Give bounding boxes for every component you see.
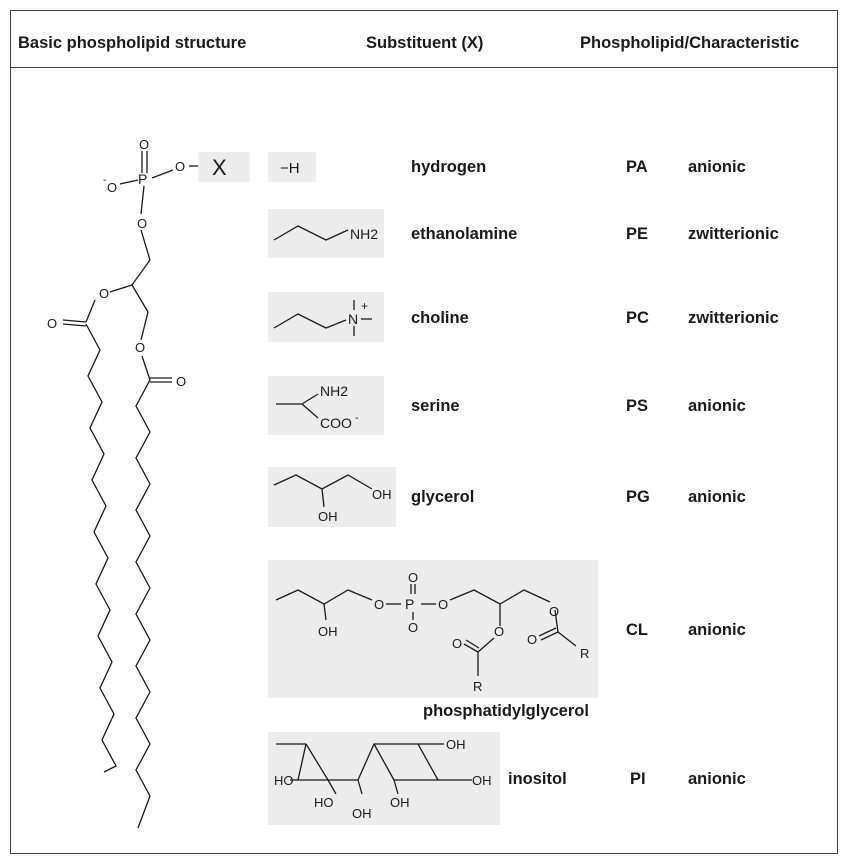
phospholipid-abbr-pc: PC [626, 309, 649, 327]
hydrogen-formula: −H [280, 160, 300, 177]
phosphate-o-right: O [175, 159, 185, 174]
cl-ester-o4: O [549, 604, 559, 619]
substituent-name-glycerol: glycerol [411, 488, 475, 506]
substituent-name-phosphatidylglycerol: phosphatidylglycerol [423, 702, 589, 720]
substituent-name-serine: serine [411, 397, 460, 415]
glycerol-o-top: O [137, 216, 147, 231]
characteristic-ps: anionic [688, 397, 746, 415]
cl-ester-o2: O [438, 597, 448, 612]
ethanolamine-structure-box [268, 209, 384, 258]
cl-r-group-1: R [473, 679, 482, 694]
phosphate-o-left: O [107, 180, 117, 195]
phosphatidylglycerol-structure-box [268, 560, 598, 698]
characteristic-pc: zwitterionic [688, 309, 779, 327]
phospholipid-abbr-pa: PA [626, 158, 648, 176]
glycerol-hydroxyl-end: OH [372, 487, 392, 502]
cl-ester-o1: O [374, 597, 384, 612]
inositol-structure-box [268, 732, 500, 825]
glycerol-structure-box [268, 467, 396, 527]
inositol-oh-1: OH [446, 737, 466, 752]
substituent-name-inositol: inositol [508, 770, 567, 788]
cl-carbonyl-o2: O [527, 632, 537, 647]
quaternary-nitrogen: N [348, 311, 358, 327]
cl-ester-o3: O [494, 624, 504, 639]
cl-phosphate-o-top: O [408, 570, 418, 585]
carboxylate-charge: - [355, 412, 359, 424]
header-substituent: Substituent (X) [366, 34, 484, 52]
serine-amine: NH2 [320, 383, 348, 399]
choline-structure-box [268, 292, 384, 342]
substituent-name-ethanolamine: ethanolamine [411, 225, 518, 243]
substituent-name-choline: choline [411, 309, 469, 327]
characteristic-pi: anionic [688, 770, 746, 788]
inositol-ho-1: HO [274, 773, 294, 788]
cl-phosphate-o-bottom: O [408, 620, 418, 635]
serine-structure-box [268, 376, 384, 435]
carboxylate-group: COO [320, 415, 352, 431]
amine-group: NH2 [350, 226, 378, 242]
header-basic-structure: Basic phospholipid structure [18, 34, 247, 52]
glycerol-hydroxyl-mid: OH [318, 509, 338, 524]
inositol-oh-2: OH [472, 773, 492, 788]
characteristic-pe: zwitterionic [688, 225, 779, 243]
phospholipid-abbr-cl: CL [626, 621, 648, 639]
cl-r-group-2: R [580, 646, 589, 661]
ethanolamine-structure: NH2 [273, 225, 378, 242]
characteristic-pg: anionic [688, 488, 746, 506]
hydrogen-structure: −H [280, 160, 300, 177]
cl-phosphorus: P [405, 596, 414, 612]
phosphate-o-top: O [139, 137, 149, 152]
header-phospholipid: Phospholipid/Characteristic [580, 34, 800, 52]
phospholipid-abbr-ps: PS [626, 397, 649, 415]
characteristic-cl: anionic [688, 621, 746, 639]
phospholipid-abbr-pg: PG [626, 488, 650, 506]
phosphatidylglycerol-structure: OH O O P O O O O O O R R [275, 570, 589, 694]
inositol-oh-4: OH [352, 806, 372, 821]
serine-structure: NH2 COO - [276, 383, 359, 431]
header-divider [10, 67, 838, 68]
glycerol-o-sn2: O [99, 286, 109, 301]
glycerol-o-sn1: O [135, 340, 145, 355]
hydrogen-structure-box [268, 152, 316, 182]
x-placeholder-box [198, 152, 250, 182]
phosphorus-atom: P [138, 171, 147, 187]
cl-carbonyl-o1: O [452, 636, 462, 651]
inositol-ho-2: HO [314, 795, 334, 810]
inositol-oh-3: OH [390, 795, 410, 810]
carbonyl-o-sn1: O [176, 374, 186, 389]
substituent-name-hydrogen: hydrogen [411, 158, 487, 176]
carbonyl-o-sn2: O [47, 316, 57, 331]
inositol-structure: OH OH HO HO OH OH [274, 737, 492, 821]
glycerol-structure: OH OH [273, 474, 392, 524]
x-placeholder: X [212, 155, 227, 180]
characteristic-pa: anionic [688, 158, 746, 176]
phospholipid-abbr-pe: PE [626, 225, 649, 243]
positive-charge: + [361, 299, 368, 313]
table-frame [10, 10, 838, 854]
cl-hydroxyl: OH [318, 624, 338, 639]
choline-structure: N + [273, 299, 372, 336]
negative-charge: - [103, 174, 107, 186]
phospholipid-abbr-pi: PI [630, 770, 646, 788]
